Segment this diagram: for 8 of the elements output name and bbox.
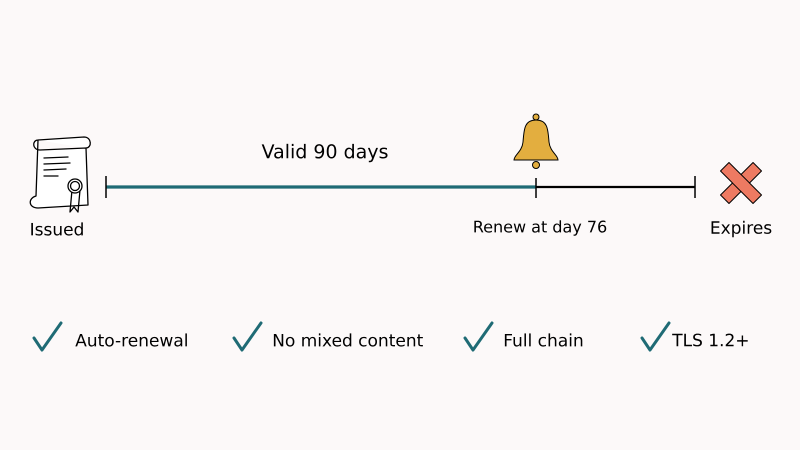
checklist-item: No mixed content	[274, 333, 423, 347]
checklist-item: Auto-renewal	[75, 333, 187, 347]
milestone-label: Renew at day 76	[474, 220, 606, 236]
checklist-item: Full chain	[504, 333, 582, 347]
period-label: Valid 90 days	[262, 144, 388, 162]
milestone-label: Issued	[31, 222, 83, 236]
milestone-label: Expires	[712, 220, 772, 238]
checklist-item: TLS 1.2+	[672, 334, 748, 346]
